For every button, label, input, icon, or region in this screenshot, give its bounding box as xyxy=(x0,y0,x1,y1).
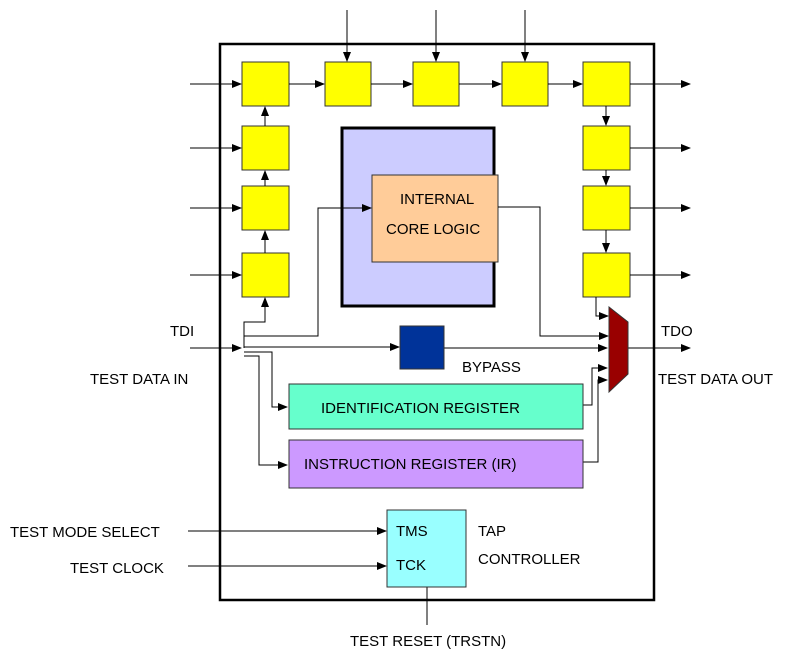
test-data-in-label: TEST DATA IN xyxy=(90,371,188,388)
tck-label: TCK xyxy=(396,557,426,574)
boundary-cell xyxy=(582,125,631,171)
instruction-register xyxy=(288,439,584,489)
test-clock-label: TEST CLOCK xyxy=(70,560,164,577)
bypass-register xyxy=(399,325,445,370)
tms-label: TMS xyxy=(396,523,428,540)
tap-label: TAP xyxy=(478,523,506,540)
internal-label: INTERNAL xyxy=(400,191,474,208)
test-reset-label: TEST RESET (TRSTN) xyxy=(350,633,506,650)
tap-controller-block xyxy=(386,509,467,588)
test-data-out-label: TEST DATA OUT xyxy=(658,371,773,388)
boundary-cell xyxy=(582,185,631,231)
boundary-cell xyxy=(412,61,460,107)
tdi-label: TDI xyxy=(170,323,194,340)
boundary-cell xyxy=(582,252,631,298)
boundary-cells-left-column xyxy=(241,125,290,298)
output-multiplexer xyxy=(608,305,629,394)
identification-register xyxy=(288,383,584,430)
identification-register-label: IDENTIFICATION REGISTER xyxy=(321,400,520,417)
boundary-cell xyxy=(324,61,372,107)
core-logic-label: CORE LOGIC xyxy=(386,221,480,238)
boundary-cell xyxy=(241,185,290,231)
test-mode-select-label: TEST MODE SELECT xyxy=(10,524,160,541)
tdo-label: TDO xyxy=(661,323,693,340)
boundary-cell xyxy=(241,61,290,107)
boundary-cell xyxy=(501,61,549,107)
bypass-label: BYPASS xyxy=(462,359,521,376)
instruction-register-label: INSTRUCTION REGISTER (IR) xyxy=(304,456,517,473)
boundary-cells-right-column xyxy=(582,125,631,298)
internal-core-logic-block xyxy=(371,174,499,263)
boundary-cell xyxy=(582,61,631,107)
boundary-cells-top-row xyxy=(241,61,631,107)
controller-label: CONTROLLER xyxy=(478,551,581,568)
signal-arrows xyxy=(188,10,691,625)
boundary-cell xyxy=(241,252,290,298)
boundary-cell xyxy=(241,125,290,171)
